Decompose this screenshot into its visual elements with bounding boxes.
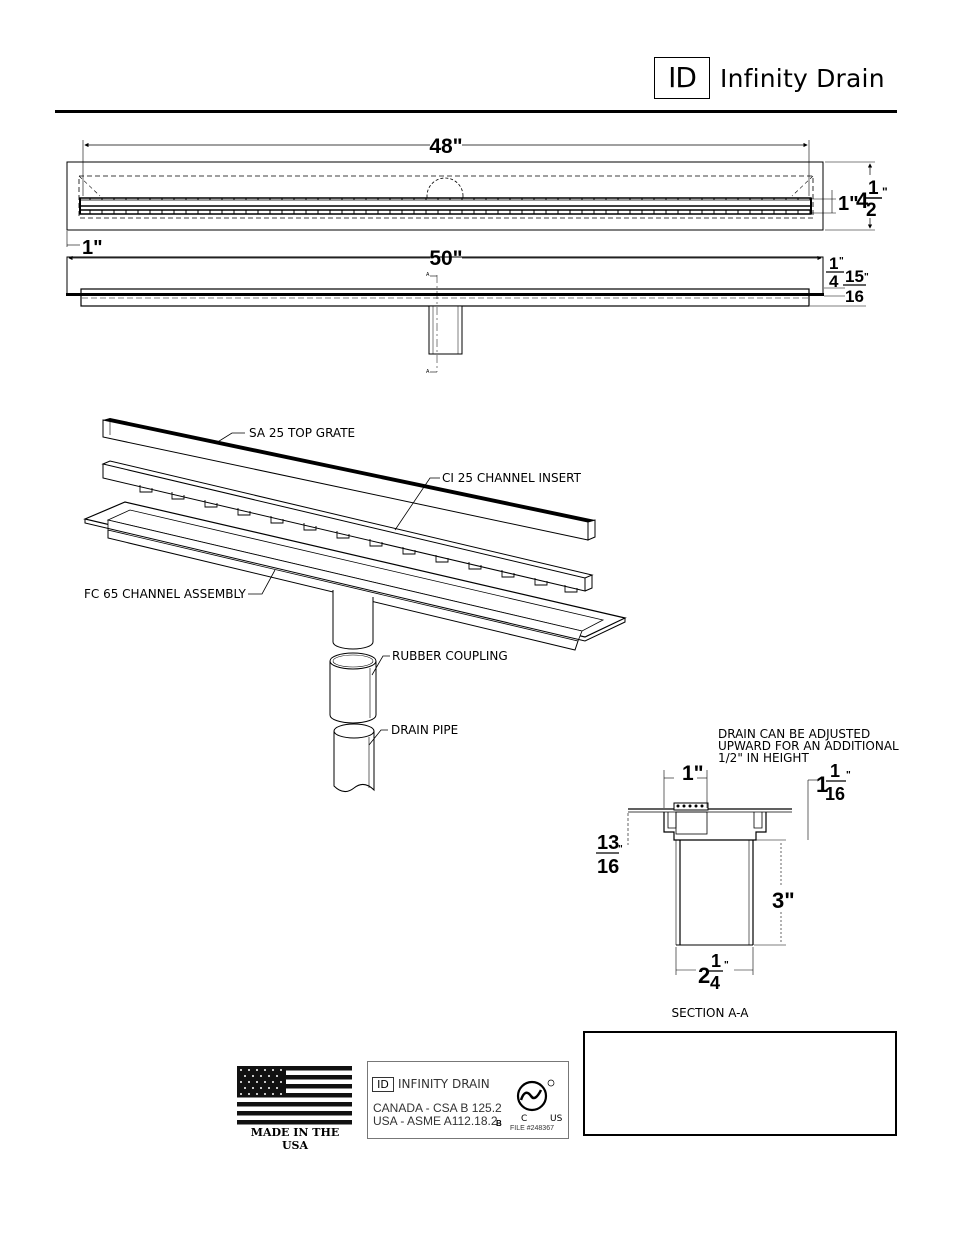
section-height-unit: " xyxy=(846,770,851,781)
header-rule xyxy=(55,110,897,113)
section-pipe-den: 4 xyxy=(710,973,720,993)
cert-file-number: FILE #248367 xyxy=(510,1125,554,1132)
label-channel-assembly: FC 65 CHANNEL ASSEMBLY xyxy=(84,587,247,601)
section-marker-bottom: A xyxy=(426,369,430,375)
section-note-2: UPWARD FOR AN ADDITIONAL xyxy=(718,739,899,753)
section-view: DRAIN CAN BE ADJUSTED UPWARD FOR AN ADDI… xyxy=(596,727,899,1020)
section-width-top: 1" xyxy=(682,762,704,785)
section-pipe-height: 3" xyxy=(772,888,795,913)
section-note-1: DRAIN CAN BE ADJUSTED xyxy=(718,727,870,741)
section-marker-top: A xyxy=(426,272,430,278)
top-length-dim: 48" xyxy=(429,135,462,158)
label-drain-pipe: DRAIN PIPE xyxy=(391,723,458,737)
side-depth-num: 15 xyxy=(845,267,864,286)
cert-brand: INFINITY DRAIN xyxy=(398,1077,490,1091)
section-pipe-whole: 2 xyxy=(698,963,710,988)
section-height-whole: 1 xyxy=(816,772,828,797)
cert-logo-mark: ID xyxy=(372,1077,394,1092)
logo-mark: ID xyxy=(654,57,710,99)
side-flange-num: 1 xyxy=(829,254,838,273)
side-flange-unit: " xyxy=(839,256,844,267)
side-depth-unit: " xyxy=(864,272,869,283)
brand-name: Infinity Drain xyxy=(720,64,885,93)
cert-us: US xyxy=(550,1114,563,1124)
section-left-unit: " xyxy=(618,844,623,855)
label-top-grate: SA 25 TOP GRATE xyxy=(249,426,355,440)
section-height-den: 16 xyxy=(825,784,845,804)
cert-b-mark: B xyxy=(496,1119,502,1128)
section-caption: SECTION A-A xyxy=(672,1006,750,1020)
made-in-usa-caption: MADE IN THE USA xyxy=(250,1126,340,1152)
section-note-3: 1/2" IN HEIGHT xyxy=(718,751,809,765)
section-left-num: 13 xyxy=(597,832,619,854)
csa-seal-icon: C US xyxy=(516,1079,563,1124)
top-offset-dim: 1" xyxy=(82,237,103,259)
top-slot-dim: 1" xyxy=(838,193,859,215)
exploded-view: SA 25 TOP GRATE CI 25 CHANNEL INSERT FC … xyxy=(83,418,627,792)
side-depth-den: 16 xyxy=(845,287,864,306)
notes-box xyxy=(583,1031,897,1136)
section-left-den: 16 xyxy=(597,856,619,878)
top-view: 48" 4 1 2 " 1" 1" xyxy=(66,135,888,259)
cert-c: C xyxy=(521,1114,527,1124)
label-rubber-coupling: RUBBER COUPLING xyxy=(392,649,508,663)
us-flag-icon xyxy=(237,1066,352,1125)
top-width-unit: " xyxy=(882,185,888,199)
side-flange-den: 4 xyxy=(829,272,839,291)
section-pipe-num: 1 xyxy=(711,951,721,971)
section-pipe-unit: " xyxy=(724,960,729,971)
top-width-num: 1 xyxy=(868,178,879,199)
top-width-den: 2 xyxy=(866,200,877,221)
certification-box xyxy=(367,1061,569,1139)
side-view: A A 50" 1 " 4 15 " 16 xyxy=(66,247,869,375)
side-length-dim: 50" xyxy=(429,247,462,270)
cert-canada-standard: CANADA - CSA B 125.2 xyxy=(373,1101,502,1115)
label-channel-insert: CI 25 CHANNEL INSERT xyxy=(442,471,582,485)
section-height-num: 1 xyxy=(830,761,840,781)
top-width-whole: 4 xyxy=(856,188,869,213)
cert-usa-standard: USA - ASME A112.18.2 xyxy=(373,1114,498,1128)
